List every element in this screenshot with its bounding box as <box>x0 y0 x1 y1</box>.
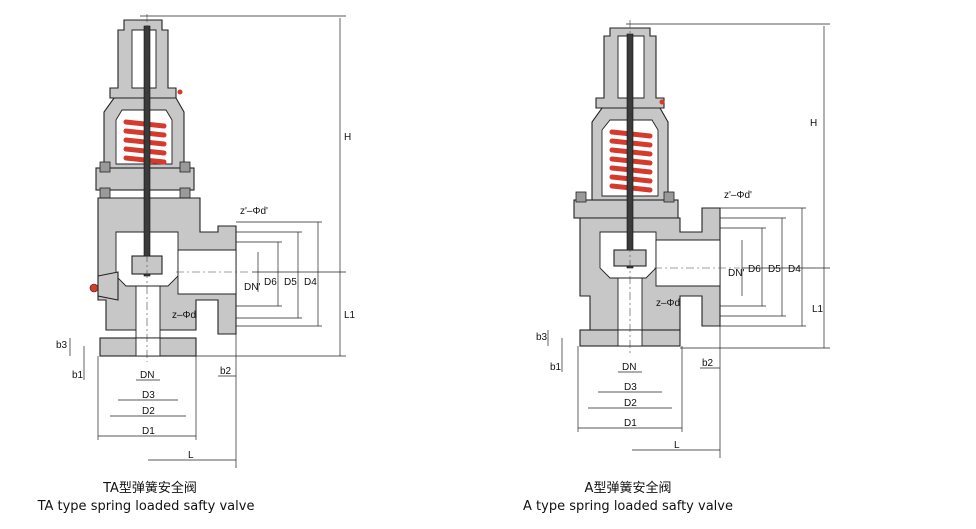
ta-label-D3: D3 <box>142 390 155 401</box>
ta-caption-en: TA type spring loaded safty valve <box>37 499 255 514</box>
ta-bolt-icon <box>99 187 111 199</box>
ta-lever-knob-icon <box>89 283 99 293</box>
ta-valve-diagram: H L1 D4 D5 D6 DN' z'–Φd' z–Φd b3 b1 b2 D… <box>37 14 356 514</box>
a-valve-diagram: H L1 D4 D5 D6 DN' z'–Φd' z–Φd b3 b1 b2 D… <box>523 20 830 514</box>
ta-label-DN: DN <box>140 370 154 381</box>
a-top-flange <box>573 199 679 219</box>
ta-label-D5: D5 <box>284 277 297 288</box>
a-caption-en: A type spring loaded safty valve <box>523 499 733 514</box>
a-label-D4: D4 <box>788 264 801 275</box>
ta-seal-icon <box>177 89 183 95</box>
ta-caption-cn: TA型弹簧安全阀 <box>102 480 197 496</box>
a-label-D5: D5 <box>768 264 781 275</box>
a-label-L1: L1 <box>812 304 824 315</box>
ta-label-D4: D4 <box>304 277 317 288</box>
ta-bolt-icon <box>179 161 191 173</box>
a-label-H: H <box>810 118 817 129</box>
ta-label-L1: L1 <box>344 310 356 321</box>
a-label-DNp: DN' <box>728 268 744 279</box>
a-label-zd-top: z'–Φd' <box>724 190 752 201</box>
ta-bolt-icon <box>179 187 191 199</box>
ta-label-zd-top: z'–Φd' <box>240 206 268 217</box>
a-bolt-icon <box>575 191 587 203</box>
a-seal-icon <box>659 99 665 105</box>
ta-label-zd-bottom: z–Φd <box>172 310 196 321</box>
ta-label-b3: b3 <box>56 340 68 351</box>
a-label-b3: b3 <box>536 332 548 343</box>
a-caption-cn: A型弹簧安全阀 <box>585 480 672 496</box>
a-label-D3: D3 <box>624 382 637 393</box>
ta-label-b1: b1 <box>72 370 84 381</box>
ta-label-DNp: DN' <box>244 282 260 293</box>
ta-label-L: L <box>188 450 194 461</box>
a-label-L: L <box>674 440 680 451</box>
a-label-zd-bottom: z–Φd <box>656 298 680 309</box>
a-label-DN: DN <box>622 362 636 373</box>
ta-label-D2: D2 <box>142 406 155 417</box>
a-label-D1: D1 <box>624 418 637 429</box>
ta-label-D1: D1 <box>142 426 155 437</box>
a-label-b2: b2 <box>702 358 714 369</box>
ta-label-b2: b2 <box>220 366 232 377</box>
a-label-D2: D2 <box>624 398 637 409</box>
ta-bolt-icon <box>99 161 111 173</box>
ta-label-D6: D6 <box>264 277 277 288</box>
a-label-D6: D6 <box>748 264 761 275</box>
a-bolt-icon <box>663 191 675 203</box>
a-label-b1: b1 <box>550 362 562 373</box>
ta-label-H: H <box>344 132 351 143</box>
